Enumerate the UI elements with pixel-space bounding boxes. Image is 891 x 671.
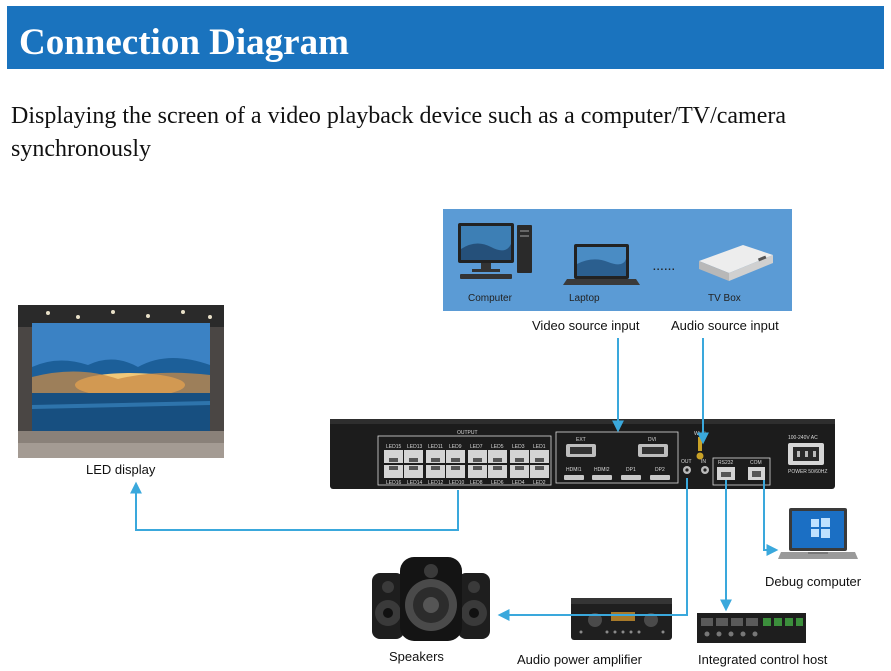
led-display-art: [18, 305, 224, 458]
video-source-input-label: Video source input: [532, 318, 640, 333]
dvi-label: DVI: [648, 437, 656, 443]
port-label: LED16: [386, 480, 402, 486]
dp1-label: DP1: [626, 467, 636, 473]
led-display-label: LED display: [86, 462, 156, 477]
power-label: POWER 50/60HZ: [788, 469, 827, 475]
port-label: LED2: [533, 480, 546, 486]
port-label: LED13: [407, 444, 423, 450]
audio-source-input-label: Audio source input: [671, 318, 779, 333]
control-host-label: Integrated control host: [698, 652, 828, 667]
amplifier-icon: [571, 598, 672, 640]
led-controller-device: OUTPUT LED15 LED13 LED11 LED9 LED7 LED5 …: [330, 417, 835, 489]
port-label: LED7: [470, 444, 483, 450]
port-label: LED5: [491, 444, 504, 450]
wifi-label: Wi-Fi: [694, 431, 706, 437]
speaker-connector: [497, 478, 688, 621]
speakers-label: Speakers: [389, 649, 444, 664]
hdmi1-label: HDMI1: [566, 467, 582, 473]
power-socket: [788, 443, 824, 465]
source-devices-art: [458, 223, 773, 285]
computer-label: Computer: [468, 293, 512, 304]
debug-computer-image: [778, 506, 858, 568]
port-label: LED3: [512, 444, 525, 450]
ext-label: EXT: [576, 437, 586, 443]
tv-box-label: TV Box: [708, 293, 741, 304]
control-host-icon: [697, 613, 806, 643]
computer-icon: [458, 223, 532, 279]
laptop-icon: [778, 508, 858, 559]
hdmi2-label: HDMI2: [594, 467, 610, 473]
com-label: COM: [750, 460, 762, 466]
device-rear-panel: OUTPUT LED15 LED13 LED11 LED9 LED7 LED5 …: [330, 419, 835, 489]
title-bar: Connection Diagram: [7, 6, 884, 69]
speaker-icon: [372, 557, 490, 641]
audio-amplifier-image: [571, 598, 672, 640]
port-label: LED15: [386, 444, 402, 450]
debug-computer-label: Debug computer: [765, 574, 862, 589]
port-label: LED14: [407, 480, 423, 486]
rs232-label: RS232: [718, 460, 734, 466]
output-group-label: OUTPUT: [457, 430, 478, 436]
tv-box-icon: [699, 245, 773, 281]
page-subtitle: Displaying the screen of a video playbac…: [11, 103, 787, 162]
port-label: LED8: [470, 480, 483, 486]
port-label: LED6: [491, 480, 504, 486]
source-devices-panel: Computer Laptop ...... TV Box: [443, 209, 792, 311]
audio-out-label: OUT: [681, 459, 692, 465]
port-label: LED10: [449, 480, 465, 486]
laptop-icon: [563, 244, 640, 285]
audio-amplifier-label: Audio power amplifier: [517, 652, 643, 667]
power-rating-label: 100-240V AC: [788, 435, 818, 441]
control-host-image: [697, 613, 806, 643]
port-label: LED4: [512, 480, 525, 486]
port-label: LED9: [449, 444, 462, 450]
dp2-label: DP2: [655, 467, 665, 473]
audio-in-label: IN: [701, 459, 706, 465]
debug-computer-connector: [763, 480, 779, 556]
led-display-connector: [130, 481, 459, 531]
more-devices-ellipsis: ......: [653, 262, 676, 273]
port-label: LED1: [533, 444, 546, 450]
page-title: Connection Diagram: [19, 22, 349, 63]
port-label: LED12: [428, 480, 444, 486]
led-display-image: [18, 305, 224, 458]
laptop-label: Laptop: [569, 293, 600, 304]
ethernet-ports: [384, 450, 549, 478]
speakers-image: [372, 555, 490, 641]
port-label: LED11: [428, 444, 443, 450]
control-ports: [717, 467, 765, 480]
dvi-ports: [566, 444, 668, 457]
